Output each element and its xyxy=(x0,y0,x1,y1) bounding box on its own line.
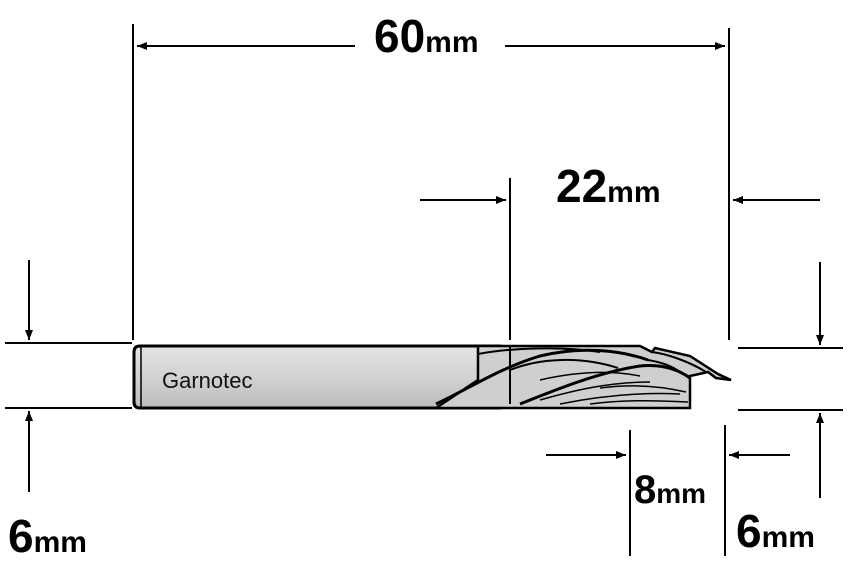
brand-label: Garnotec xyxy=(162,368,253,393)
cutting-diameter-label: 8mm xyxy=(634,468,706,512)
shank-diameter-left-label: 6mm xyxy=(8,510,87,562)
shank-diameter-left-dimension: 6mm xyxy=(5,260,132,562)
overall-length-dimension: 60mm xyxy=(132,10,730,340)
shank-diameter-right-dimension: 6mm xyxy=(736,262,843,557)
overall-length-label: 60mm xyxy=(374,10,479,62)
cutting-diameter-dimension: 8mm xyxy=(546,425,790,556)
shank-diameter-right-label: 6mm xyxy=(736,505,815,557)
flute-spirals xyxy=(435,346,707,408)
cutting-length-dimension: 22mm xyxy=(420,160,820,340)
bit-shank xyxy=(132,344,502,410)
router-bit: Garnotec xyxy=(132,344,732,410)
cutting-length-label: 22mm xyxy=(556,160,661,212)
